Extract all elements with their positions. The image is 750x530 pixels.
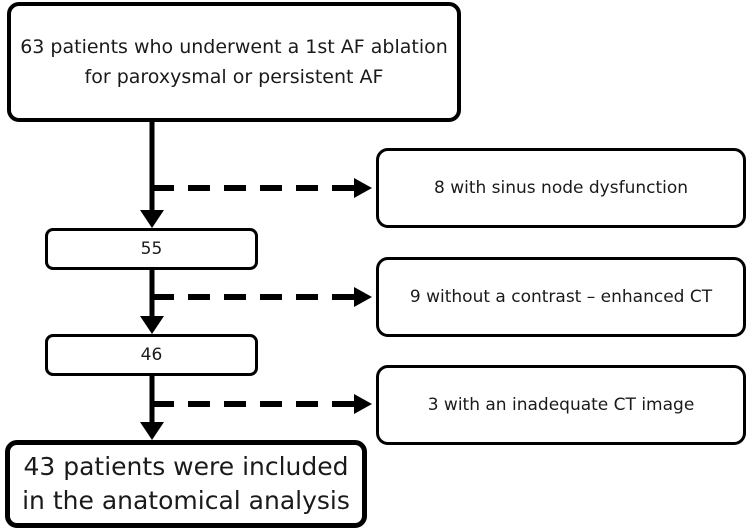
start-line-2: for paroxysmal or persistent AF [84,66,384,88]
final-line-1: 43 patients were included [23,452,349,481]
exclusion-arrowhead-1 [354,178,372,198]
main-arrowhead-3 [140,422,164,440]
exclusion-1-text: 8 with sinus node dysfunction [433,178,689,198]
exclusion-2-text: 9 without a contrast – enhanced CT [409,287,713,307]
start-line-1: 63 patients who underwent a 1st AF ablat… [20,36,448,58]
final-box: 43 patients were included in the anatomi… [5,440,367,528]
exclusion-arrowhead-3 [354,394,372,414]
exclusion-arrowhead-2 [354,287,372,307]
final-line-2: in the anatomical analysis [22,486,350,515]
exclusion-3-text: 3 with an inadequate CT image [427,395,695,415]
exclusion-box-2: 9 without a contrast – enhanced CT [376,257,746,337]
step-1-count: 55 [140,239,163,259]
step-box-1: 55 [45,228,258,270]
exclusion-box-1: 8 with sinus node dysfunction [376,148,746,228]
step-2-count: 46 [140,345,163,365]
main-arrowhead-1 [140,210,164,228]
exclusion-box-3: 3 with an inadequate CT image [376,365,746,445]
main-arrowhead-2 [140,316,164,334]
start-box: 63 patients who underwent a 1st AF ablat… [7,2,461,122]
step-box-2: 46 [45,334,258,376]
